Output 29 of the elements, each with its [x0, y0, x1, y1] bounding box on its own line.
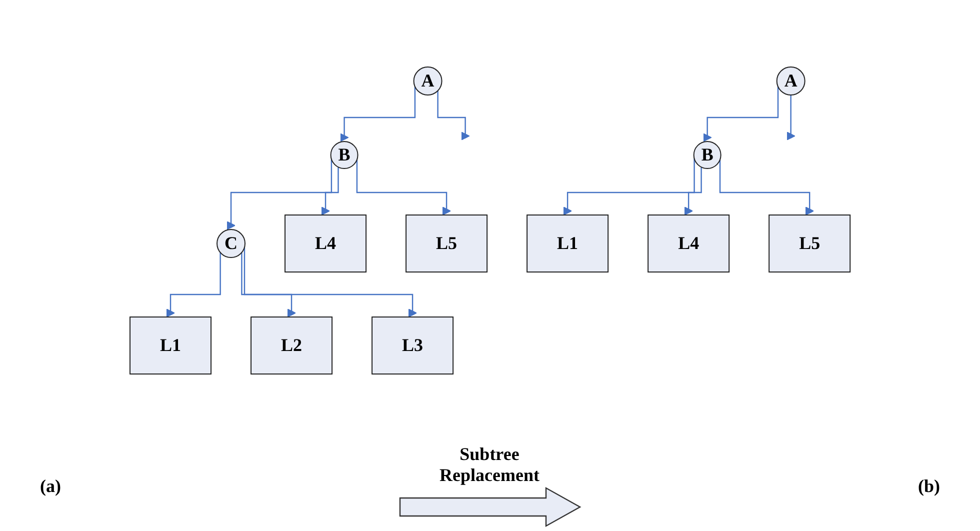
arrow [244, 247, 417, 318]
node-box: L4 [284, 214, 366, 272]
arrow [702, 86, 779, 142]
arrow [321, 167, 339, 216]
arrow [226, 159, 332, 230]
caption-label: (b) [918, 476, 940, 496]
node-box: L5 [768, 214, 851, 272]
node-box: L5 [405, 214, 488, 272]
node-box: L4 [648, 214, 730, 272]
node-circle: A [776, 66, 806, 96]
arrow [356, 160, 451, 216]
node-box: L1 [129, 316, 212, 374]
node-circle: B [693, 141, 722, 169]
arrow [786, 95, 796, 140]
node-circle: B [330, 141, 358, 169]
arrow [719, 160, 814, 216]
caption-label: (a) [40, 476, 61, 496]
node-circle: C [216, 229, 246, 258]
arrow [166, 252, 221, 318]
arrow [241, 252, 296, 318]
transition-label: Subtree Replacement [438, 444, 540, 486]
arrow [684, 167, 702, 216]
node-box: L3 [371, 316, 454, 374]
arrow [340, 86, 416, 142]
arrow [563, 158, 695, 216]
node-box: L2 [250, 316, 332, 374]
arrow [437, 90, 470, 140]
node-circle: A [413, 66, 442, 96]
node-box: L1 [526, 214, 609, 272]
